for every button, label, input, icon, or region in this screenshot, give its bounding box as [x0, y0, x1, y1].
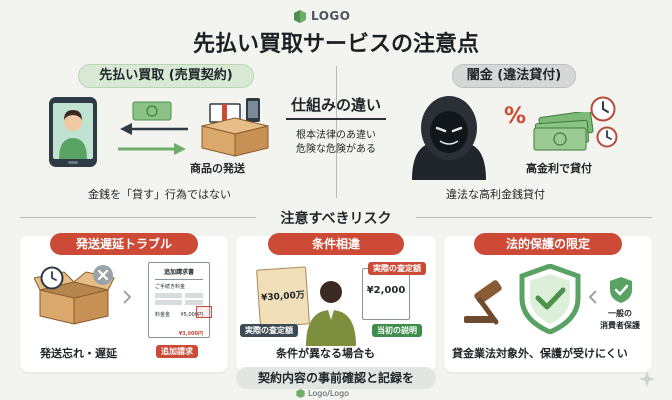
risk-section-title: 注意すべきリスク — [256, 208, 416, 228]
footer-logo-text: Logo/Logo — [308, 389, 350, 398]
center-subtitle-2: 危険な危険がある — [296, 144, 376, 155]
smartphone-person-icon — [49, 97, 97, 167]
center-title: 仕組みの違い — [290, 96, 381, 114]
risk-divider-right — [416, 217, 652, 218]
banknote-icon — [132, 101, 172, 121]
caption-not-lending: 金銭を「貸す」行為ではない — [88, 188, 231, 201]
small-shield-check-icon — [610, 277, 632, 303]
footer-logo-icon — [296, 389, 305, 398]
invoice-price-1: ¥5,000円 — [180, 312, 204, 318]
clock-icon — [40, 266, 64, 290]
clock-icon-small — [596, 126, 618, 148]
shield-label-1: 一般の — [608, 309, 632, 318]
chevron-left-icon — [588, 290, 597, 304]
caption-high-interest: 高金利で貸付 — [526, 162, 592, 175]
document-amount-2: ¥2,000 — [366, 285, 406, 296]
actual-appraisal-tag-top: 実際の査定額 — [368, 262, 426, 275]
caption-shipping: 商品の発送 — [190, 162, 245, 175]
risk-caption-legal-protection: 貸金業法対象外、保護が受けにくい — [452, 347, 628, 360]
header-logo: LOGO — [294, 9, 350, 23]
center-underline — [286, 118, 386, 120]
percent-sign: % — [504, 104, 527, 129]
risk-divider-left — [20, 217, 256, 218]
chevron-right-icon — [123, 290, 132, 304]
page-title: 先払い買取サービスの注意点 — [192, 32, 479, 57]
actual-appraisal-tag-left: 実際の査定額 — [240, 324, 298, 337]
invoice-price-2: ¥3,000円 — [178, 331, 203, 337]
invoice-title: 追加請求書 — [163, 269, 194, 276]
section-label-loan-shark: 闇金 (違法貸付) — [452, 64, 576, 88]
risk-card-title-shipping-delay: 発送遅延トラブル — [50, 233, 198, 255]
risk-card-title-condition-mismatch: 条件相違 — [268, 233, 404, 255]
box-gift-icon — [201, 98, 269, 157]
footer-banner: 契約内容の事前確認と記録を — [236, 367, 436, 389]
sparkle-icon — [639, 371, 655, 387]
money-stack-icon — [533, 112, 594, 151]
center-subtitle-1: 根本法律のあ違い — [296, 130, 376, 141]
arrow-right-icon — [118, 143, 186, 155]
initial-explanation-tag: 当初の説明 — [372, 324, 422, 337]
vertical-divider — [336, 66, 337, 198]
invoice-fee-label: 料金金 — [155, 312, 171, 318]
shield-check-icon — [519, 264, 581, 334]
arrow-left-icon — [120, 123, 188, 135]
hooded-figure-icon — [412, 96, 486, 180]
section-label-prepaid: 先払い買取 (売買契約) — [78, 64, 254, 88]
logo-text: LOGO — [311, 9, 351, 23]
person-back-icon — [306, 281, 356, 346]
cross-icon — [93, 265, 113, 285]
invoice-line: ご手続き料金 — [155, 284, 186, 290]
risk-card-title-legal-protection: 法的保護の限定 — [474, 233, 622, 255]
additional-charge-tag: 追加請求 — [156, 345, 198, 358]
invoice-highlight — [196, 306, 212, 318]
appraisal-document-2: ¥2,000 — [362, 268, 410, 320]
logo-icon — [294, 9, 306, 23]
invoice-document: 追加請求書 ご手続き料金 料金金 ¥5,000円 ¥3,000円 — [148, 262, 210, 338]
risk-caption-shipping-delay: 発送忘れ・遅延 — [40, 347, 117, 360]
risk-caption-condition-mismatch: 条件が異なる場合も — [276, 347, 375, 360]
caption-illegal-lending: 違法な高利金銭貸付 — [446, 188, 545, 201]
footer-logo: Logo/Logo — [296, 389, 349, 398]
gavel-icon — [464, 280, 502, 325]
shield-label-2: 消費者保護 — [600, 321, 640, 330]
clock-icon — [590, 96, 616, 122]
